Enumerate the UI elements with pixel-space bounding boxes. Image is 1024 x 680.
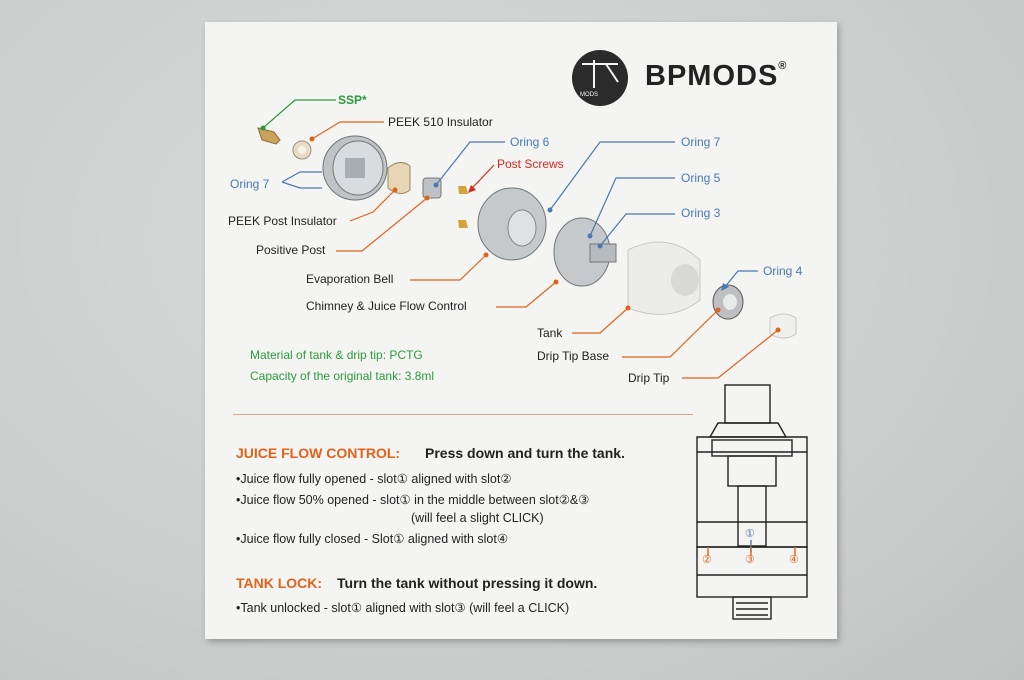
label-oring-6: Oring 6: [510, 135, 550, 149]
slot-1: ①: [745, 528, 755, 540]
slot-2: ②: [702, 554, 712, 566]
brand-name-text: BPMODS: [645, 60, 779, 92]
juice-item-2: •Juice flow 50% opened - slot① in the mi…: [236, 493, 590, 507]
label-peek-post-insulator: PEEK Post Insulator: [228, 214, 337, 228]
peek510-part: [292, 140, 312, 160]
ssp-part: [257, 127, 281, 145]
label-post-screws: Post Screws: [497, 157, 564, 171]
tank-outline-diagram: [696, 384, 808, 620]
label-evaporation-bell: Evaporation Bell: [306, 272, 394, 286]
label-drip-tip-base: Drip Tip Base: [537, 349, 610, 363]
tank-lock-item: •Tank unlocked - slot① aligned with slot…: [236, 601, 570, 615]
brand-name: BPMODS®: [645, 60, 787, 93]
tank-lock-heading: TANK LOCK:: [236, 575, 323, 591]
slot-3: ③: [745, 554, 755, 566]
brand-logo: [572, 50, 628, 106]
deck-part: [322, 135, 388, 201]
juice-item-3: •Juice flow fully closed - Slot① aligned…: [236, 532, 509, 546]
divider: [233, 414, 693, 415]
label-tank: Tank: [537, 326, 563, 340]
positive-post-part: [422, 177, 442, 199]
label-oring-4: Oring 4: [763, 264, 803, 278]
logo-text: MODS: [580, 92, 598, 98]
label-drip-tip: Drip Tip: [628, 371, 670, 385]
chimney-part: [553, 217, 617, 287]
juice-item-1: •Juice flow fully opened - slot① aligned…: [236, 472, 512, 486]
slot-4: ④: [789, 554, 799, 566]
juice-flow-heading: JUICE FLOW CONTROL:: [236, 445, 401, 461]
label-ssp: SSP*: [338, 93, 367, 107]
registered-mark: ®: [778, 60, 788, 72]
instruction-card: [205, 22, 837, 639]
peek-post-part: [387, 162, 411, 194]
bell-part: [477, 187, 547, 261]
material-line-2: Capacity of the original tank: 3.8ml: [250, 369, 435, 383]
label-chimney: Chimney & Juice Flow Control: [306, 299, 467, 313]
juice-flow-subheading: Press down and turn the tank.: [425, 445, 625, 461]
label-oring-3: Oring 3: [681, 206, 721, 220]
label-peek-510-insulator: PEEK 510 Insulator: [388, 115, 493, 129]
label-oring-7-right: Oring 7: [681, 135, 721, 149]
drip-tip-part: [769, 313, 797, 339]
post-screws-part: [458, 186, 468, 228]
tank-lock-subheading: Turn the tank without pressing it down.: [337, 575, 598, 591]
material-line-1: Material of tank & drip tip: PCTG: [250, 348, 423, 362]
label-positive-post: Positive Post: [256, 243, 326, 257]
label-oring-5: Oring 5: [681, 171, 721, 185]
tank-part: [627, 241, 701, 315]
drip-tip-base-part: [712, 284, 744, 320]
juice-item-2-note: (will feel a slight CLICK): [411, 511, 544, 525]
label-oring-7-left: Oring 7: [230, 177, 270, 191]
